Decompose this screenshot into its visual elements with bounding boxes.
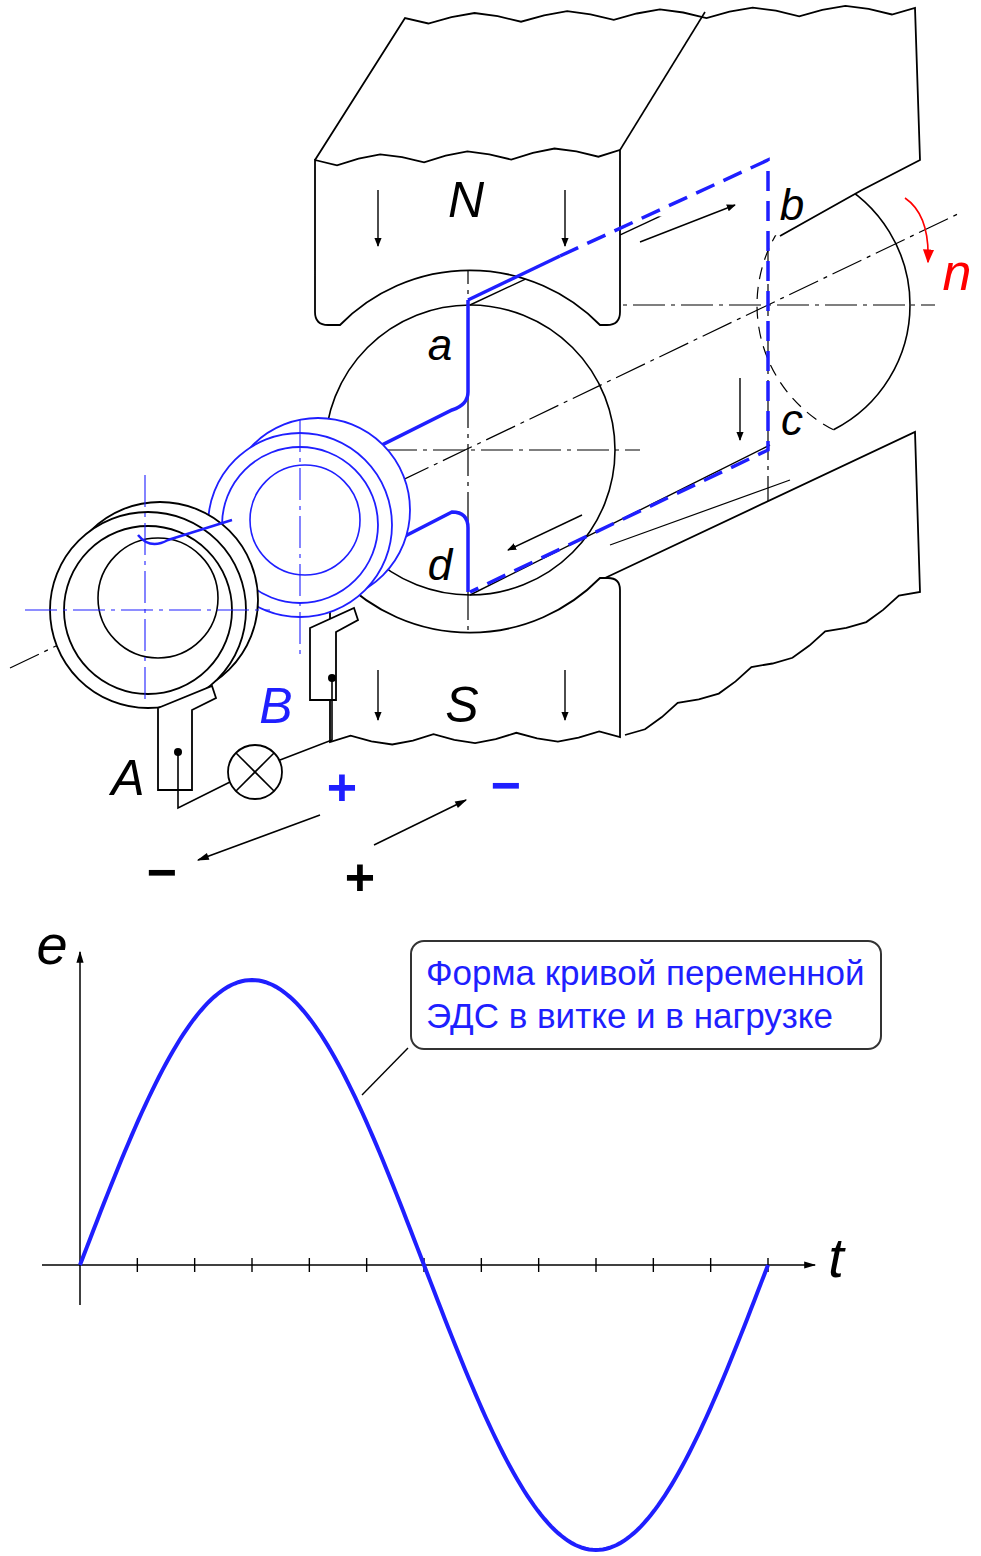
x-axis: [42, 1264, 815, 1266]
centre-line: [585, 304, 935, 305]
current-arrow: [508, 515, 582, 550]
magnet-pole-face: [330, 578, 620, 745]
callout-box: Форма кривой переменной ЭДС в витке и в …: [410, 940, 882, 1050]
conductor-label: d: [428, 543, 452, 587]
leader-line: [362, 1048, 408, 1095]
emf-curve: [80, 980, 768, 1550]
coil-lead: [138, 520, 232, 544]
magnet-pole-face: [315, 149, 620, 326]
axis-label: e: [36, 917, 67, 973]
ring-label: B: [259, 681, 292, 731]
polarity-sign: −: [147, 846, 177, 898]
wire: [178, 752, 230, 808]
rotation-arrow: [905, 198, 928, 262]
slip-ring-bore: [98, 538, 218, 658]
centre-line: [25, 609, 270, 610]
machine-drawing: [10, 6, 962, 860]
axis-tick: [538, 1258, 539, 1272]
axis-tick: [481, 1258, 482, 1272]
axis-tick: [710, 1258, 711, 1272]
pole-label: S: [445, 680, 478, 730]
polarity-arrow: [198, 815, 320, 860]
axis-label: t: [828, 1230, 844, 1286]
current-arrow: [640, 205, 735, 242]
lamp-symbol: [236, 753, 274, 791]
axis-tick: [251, 1258, 252, 1272]
magnet-edge: [620, 12, 705, 150]
flux-arrow: [564, 190, 565, 246]
centre-line: [385, 449, 640, 450]
brush: [310, 608, 358, 700]
y-axis: [79, 952, 81, 1305]
ring-label: A: [111, 753, 144, 803]
axis-tick: [194, 1258, 195, 1272]
flux-arrow: [377, 190, 378, 246]
brush: [158, 686, 216, 790]
axis-tick: [366, 1258, 367, 1272]
flux-arrow: [564, 670, 565, 720]
coil-side: [468, 256, 560, 300]
axis-tick: [595, 1258, 596, 1272]
conductor-label: a: [428, 323, 452, 367]
flux-arrow: [377, 670, 378, 720]
magnet-body: [605, 432, 920, 735]
axis-tick: [137, 1258, 138, 1272]
slip-ring-bore: [250, 465, 360, 575]
axis-tick: [653, 1258, 654, 1272]
conductor-label: c: [781, 398, 803, 442]
polarity-sign: +: [345, 851, 375, 903]
rotor-end: [834, 180, 910, 430]
conductor-label: b: [780, 183, 804, 227]
current-arrow: [739, 378, 740, 440]
polarity-sign: −: [491, 759, 521, 811]
axis-tick: [309, 1258, 310, 1272]
pole-label: N: [448, 175, 484, 225]
centre-line: [144, 475, 145, 700]
polarity-sign: +: [327, 761, 357, 813]
lamp-symbol: [228, 745, 282, 799]
polarity-arrow: [374, 800, 466, 845]
speed-label: n: [943, 246, 972, 298]
lamp-symbol: [236, 753, 274, 791]
coil-hidden: [470, 160, 768, 592]
callout-text: Форма кривой переменной ЭДС в витке и в …: [426, 952, 866, 1037]
centre-line: [299, 420, 300, 660]
